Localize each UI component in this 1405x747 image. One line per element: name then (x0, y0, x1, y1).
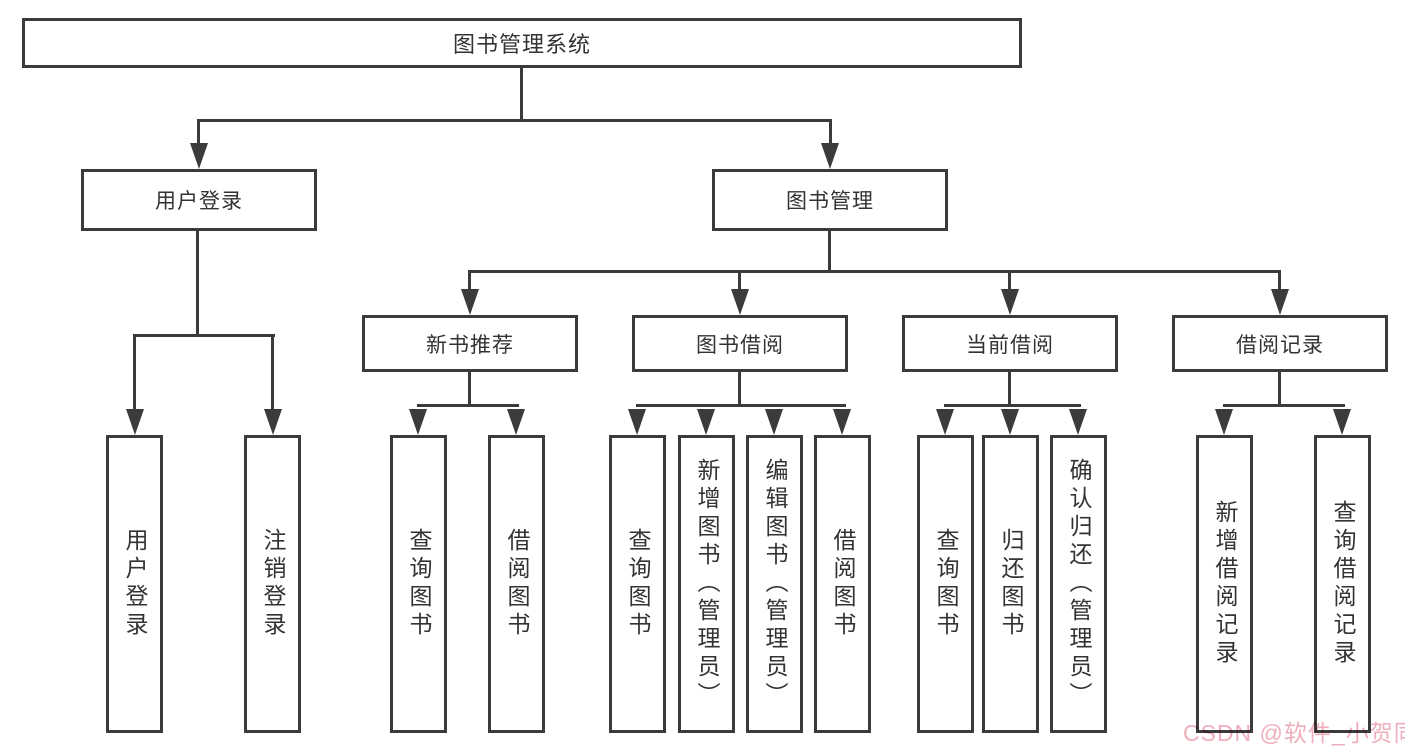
node-label: 归还图书 (998, 528, 1024, 640)
node-label: 确认归还（管理员） (1066, 458, 1092, 710)
node-label: 图书管理 (786, 190, 874, 213)
node-book-management: 图书管理 (712, 169, 948, 231)
node-label: 查询图书 (406, 528, 432, 640)
leaf-query-borrow-record: 查询借阅记录 (1314, 435, 1371, 733)
leaf-add-borrow-record: 新增借阅记录 (1196, 435, 1253, 733)
connector-line (468, 270, 1281, 273)
connector-line (1278, 372, 1281, 407)
connector-line (1278, 270, 1281, 292)
connector-line (417, 404, 519, 407)
connector-line (1008, 270, 1011, 292)
connector-line (197, 119, 832, 122)
leaf-edit-books-admin: 编辑图书（管理员） (746, 435, 803, 733)
connector-line (196, 231, 199, 337)
node-label: 借阅图书 (504, 528, 530, 640)
node-label: 查询借阅记录 (1330, 500, 1356, 668)
connector-line (133, 334, 275, 337)
leaf-confirm-return-admin: 确认归还（管理员） (1050, 435, 1107, 733)
leaf-borrow-books-recommend: 借阅图书 (488, 435, 545, 733)
leaf-query-books-recommend: 查询图书 (390, 435, 447, 733)
arrow-down-icon (833, 409, 851, 435)
node-label: 查询图书 (933, 528, 959, 640)
arrow-down-icon (1333, 409, 1351, 435)
arrow-down-icon (1001, 409, 1019, 435)
connector-line (133, 334, 136, 412)
connector-line (197, 119, 200, 149)
arrow-down-icon (731, 289, 749, 315)
node-label: 用户登录 (155, 190, 243, 213)
node-library-management-system: 图书管理系统 (22, 18, 1022, 68)
node-label: 新书推荐 (426, 333, 514, 357)
node-label: 借阅记录 (1236, 333, 1324, 357)
arrow-down-icon (264, 409, 282, 435)
arrow-down-icon (1001, 289, 1019, 315)
arrow-down-icon (821, 143, 839, 169)
node-label: 新增图书（管理员） (694, 458, 720, 710)
node-label: 注销登录 (260, 528, 286, 640)
arrow-down-icon (409, 409, 427, 435)
arrow-down-icon (936, 409, 954, 435)
arrow-down-icon (461, 289, 479, 315)
leaf-query-books-current: 查询图书 (917, 435, 974, 733)
connector-line (828, 231, 831, 273)
arrow-down-icon (190, 143, 208, 169)
leaf-add-books-admin: 新增图书（管理员） (678, 435, 735, 733)
arrow-down-icon (697, 409, 715, 435)
node-label: 查询图书 (625, 528, 651, 640)
node-book-borrow: 图书借阅 (632, 315, 848, 372)
leaf-borrow-books: 借阅图书 (814, 435, 871, 733)
arrow-down-icon (126, 409, 144, 435)
connector-line (636, 404, 846, 407)
arrow-down-icon (1215, 409, 1233, 435)
leaf-return-books: 归还图书 (982, 435, 1039, 733)
connector-line (1008, 372, 1011, 407)
node-user-login: 用户登录 (81, 169, 317, 231)
arrow-down-icon (1271, 289, 1289, 315)
node-current-borrow: 当前借阅 (902, 315, 1118, 372)
leaf-user-login: 用户登录 (106, 435, 163, 733)
connector-line (520, 68, 523, 121)
connector-line (829, 119, 832, 149)
node-borrow-records: 借阅记录 (1172, 315, 1388, 372)
connector-line (738, 372, 741, 407)
arrow-down-icon (765, 409, 783, 435)
connector-line (1223, 404, 1345, 407)
arrow-down-icon (628, 409, 646, 435)
node-label: 图书借阅 (696, 333, 784, 357)
node-new-book-recommend: 新书推荐 (362, 315, 578, 372)
arrow-down-icon (1069, 409, 1087, 435)
leaf-logout: 注销登录 (244, 435, 301, 733)
connector-line (468, 270, 471, 292)
connector-line (271, 334, 274, 412)
connector-line (468, 372, 471, 407)
node-label: 当前借阅 (966, 333, 1054, 357)
node-label: 编辑图书（管理员） (762, 458, 788, 710)
node-label: 图书管理系统 (452, 32, 591, 57)
leaf-query-books: 查询图书 (609, 435, 666, 733)
watermark: CSDN @软件_小贺同学 (1183, 720, 1405, 746)
arrow-down-icon (507, 409, 525, 435)
node-label: 借阅图书 (830, 528, 856, 640)
node-label: 用户登录 (122, 528, 148, 640)
node-label: 新增借阅记录 (1212, 500, 1238, 668)
connector-line (944, 404, 1081, 407)
connector-line (738, 270, 741, 292)
